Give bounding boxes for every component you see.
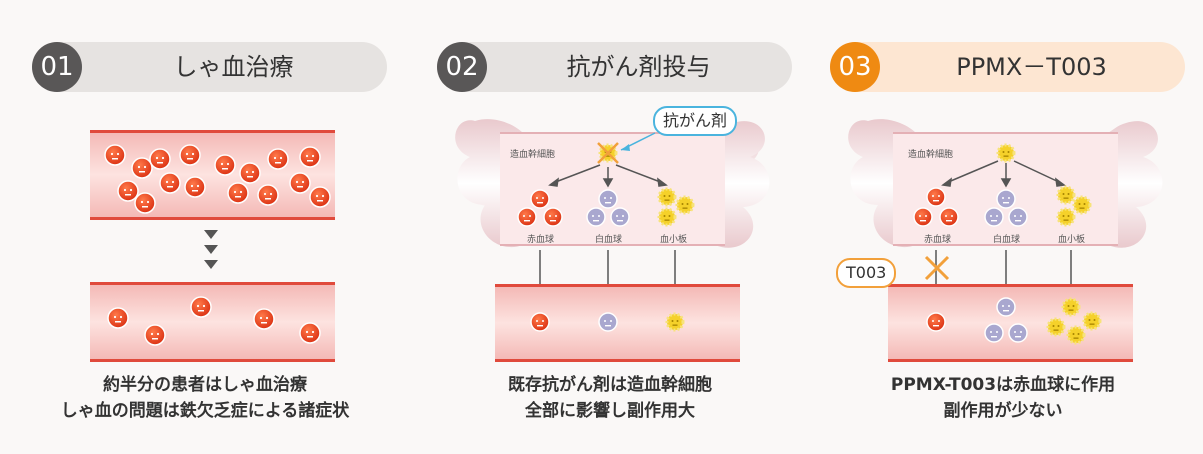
panel-header: 01 しゃ血治療	[32, 42, 387, 92]
differentiation-arrows	[941, 160, 1066, 188]
red-cell-label: 赤血球	[924, 233, 951, 245]
panel-title: PPMX－T003	[956, 53, 1107, 81]
step-number: 01	[32, 42, 82, 92]
differentiation-arrows	[548, 164, 668, 188]
chemotherapy-illustration: 造血幹細胞 赤血球 白血球 血小板	[455, 119, 770, 362]
red-cell-label: 赤血球	[527, 233, 554, 245]
panel-caption: PPMX-T003は赤血球に作用 副作用が少ない	[890, 375, 1116, 421]
anticancer-drug-callout: 抗がん剤	[653, 106, 738, 136]
panel-chemotherapy: 02 抗がん剤投与	[415, 0, 805, 454]
panel-ppmx-t003: 03 PPMX－T003	[808, 0, 1198, 454]
ppmx-t003-illustration: 造血幹細胞 赤血球 白血球 血小板	[848, 119, 1163, 362]
platelet-label: 血小板	[1058, 233, 1085, 245]
panel-caption: 既存抗がん剤は造血幹細胞 全部に影響し副作用大	[508, 375, 712, 421]
panel-title: 抗がん剤投与	[566, 53, 711, 81]
panel-header: 02 抗がん剤投与	[437, 42, 792, 92]
panel-header: 03 PPMX－T003	[830, 42, 1185, 92]
red-blood-cell-icon	[926, 312, 946, 332]
platelet-icon	[665, 312, 685, 332]
red-blood-cell-icon	[530, 312, 550, 332]
vessel-after	[90, 282, 335, 362]
white-cell-label: 白血球	[595, 233, 622, 245]
stem-cell-icon	[996, 143, 1016, 163]
white-cell-label: 白血球	[993, 233, 1020, 245]
bloodletting-illustration	[90, 130, 335, 362]
stem-cell-label: 造血幹細胞	[510, 148, 555, 160]
step-number: 02	[437, 42, 487, 92]
step-number: 03	[830, 42, 880, 92]
white-blood-cell-icon	[598, 312, 618, 332]
panel-title: しゃ血治療	[173, 53, 294, 81]
bone-marrow	[455, 119, 770, 248]
down-arrows	[204, 230, 218, 269]
panel-caption: 約半分の患者はしゃ血治療 しゃ血の問題は鉄欠乏症による諸症状	[60, 375, 350, 421]
blocked-x-icon	[597, 142, 619, 164]
stem-cell-label: 造血幹細胞	[908, 148, 953, 160]
t003-callout: T003	[836, 258, 897, 288]
platelet-label: 血小板	[660, 233, 687, 245]
blocked-x-icon	[924, 255, 950, 281]
vessel-before	[90, 130, 335, 220]
panel-bloodletting: 01 しゃ血治療	[10, 0, 400, 454]
